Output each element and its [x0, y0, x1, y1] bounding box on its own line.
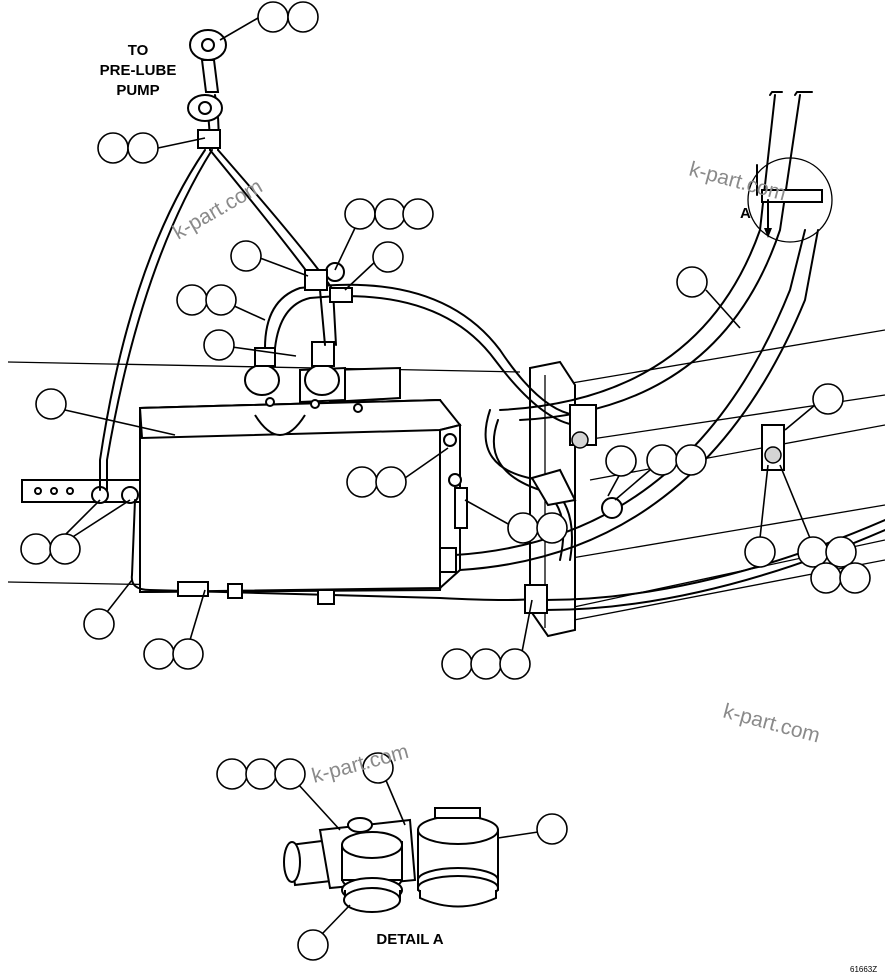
view-arrow-a: A [740, 164, 772, 238]
callout-balloon [402, 198, 434, 230]
callout-balloon [230, 240, 262, 272]
reservoir-box [138, 398, 462, 594]
callout-balloon [676, 266, 708, 298]
callout-balloon [810, 562, 842, 594]
detail-a-assembly [283, 807, 499, 913]
callout-balloon [20, 533, 52, 565]
callout-balloon [203, 329, 235, 361]
callout-balloon [374, 198, 406, 230]
callout-balloon [287, 1, 319, 33]
watermark: k-part.com [309, 740, 411, 788]
callout-balloon [344, 198, 376, 230]
label-line-3: PUMP [116, 82, 159, 99]
label-line-2: PRE-LUBE [100, 62, 177, 79]
callout-balloon [127, 132, 159, 164]
callout-balloon [536, 512, 568, 544]
valve-block [244, 341, 401, 413]
callout-balloon [362, 752, 394, 784]
callout-balloon [143, 638, 175, 670]
callout-balloon [812, 383, 844, 415]
callout-balloon [825, 536, 857, 568]
callout-balloon [297, 929, 329, 961]
callout-balloon [257, 1, 289, 33]
callout-balloon [346, 466, 378, 498]
destination-label: TO PRE-LUBE PUMP [100, 42, 177, 99]
callout-balloon [441, 648, 473, 680]
callout-balloon [470, 648, 502, 680]
callout-balloon [675, 444, 707, 476]
callout-balloon [507, 512, 539, 544]
callout-balloon [536, 813, 568, 845]
callout-balloon [372, 241, 404, 273]
label-line-1: TO [128, 42, 149, 59]
callout-balloon [49, 533, 81, 565]
detail-a-title: DETAIL A [376, 931, 443, 948]
callouts [20, 1, 871, 961]
callout-balloon [216, 758, 248, 790]
drawing-number: 61663Z [850, 965, 877, 974]
callout-balloon [744, 536, 776, 568]
callout-balloon [35, 388, 67, 420]
callout-balloon [205, 284, 237, 316]
callout-balloon [839, 562, 871, 594]
callout-balloon [646, 444, 678, 476]
callout-balloon [172, 638, 204, 670]
callout-balloon [245, 758, 277, 790]
watermark: k-part.com [721, 700, 823, 748]
callout-balloon [605, 445, 637, 477]
callout-balloon [274, 758, 306, 790]
callout-balloon [97, 132, 129, 164]
callout-balloon [83, 608, 115, 640]
view-marker-label: A [740, 205, 751, 222]
left-mount-bracket [21, 479, 141, 504]
watermark: k-part.com [687, 158, 789, 206]
callout-balloon [176, 284, 208, 316]
callout-balloon [375, 466, 407, 498]
clamps [177, 29, 833, 614]
callout-balloon [499, 648, 531, 680]
